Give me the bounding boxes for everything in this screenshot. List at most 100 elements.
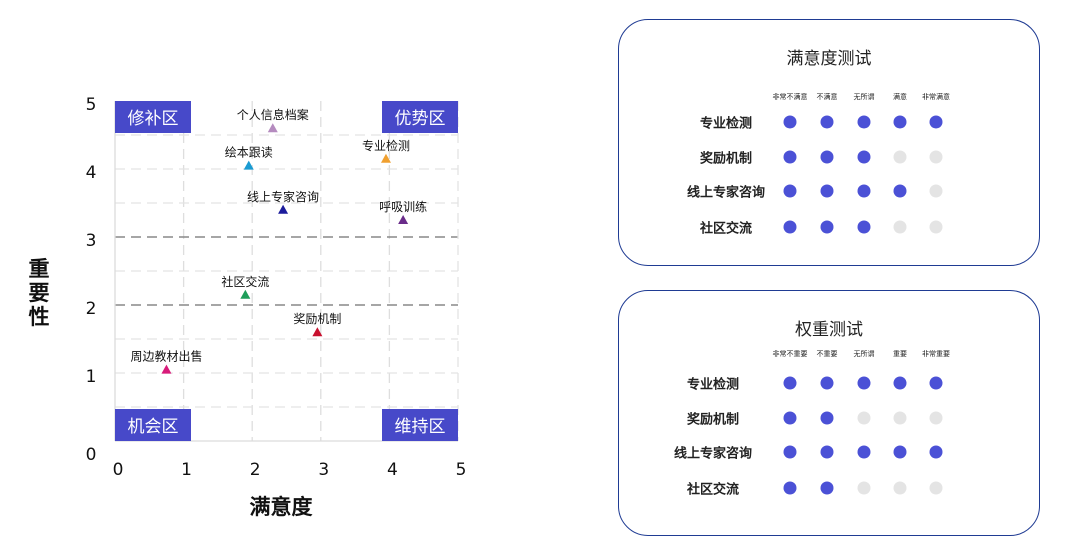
y-axis-label-char: 重 bbox=[29, 257, 50, 281]
rating-dot-empty bbox=[929, 220, 943, 234]
rating-row-label: 奖励机制 bbox=[686, 412, 740, 428]
rating-dot-empty bbox=[857, 411, 871, 425]
x-tick-label: 4 bbox=[387, 460, 398, 480]
rating-dot-filled bbox=[857, 376, 871, 390]
rating-header: 无所谓 bbox=[853, 350, 875, 358]
rating-dot-filled bbox=[929, 445, 943, 459]
rating-dot-empty bbox=[929, 184, 943, 198]
rating-dot-filled bbox=[929, 376, 943, 390]
satisfaction-test-panel: 满意度测试 非常不满意不满意无所谓满意非常满意专业检测奖励机制线上专家咨询社区交… bbox=[618, 19, 1040, 266]
rating-dot-filled bbox=[857, 115, 871, 129]
x-tick-label: 2 bbox=[250, 460, 261, 480]
rating-header: 不满意 bbox=[816, 93, 838, 101]
rating-dot-filled bbox=[783, 220, 797, 234]
satisfaction-panel-title: 满意度测试 bbox=[786, 49, 872, 69]
weight-test-panel: 权重测试 非常不重要不重要无所谓重要非常重要专业检测奖励机制线上专家咨询社区交流 bbox=[618, 290, 1040, 536]
rating-dot-filled bbox=[783, 445, 797, 459]
rating-dot-filled bbox=[857, 184, 871, 198]
rating-dot-filled bbox=[783, 376, 797, 390]
rating-dot-empty bbox=[929, 481, 943, 495]
quadrant-bottom-right-box bbox=[382, 409, 458, 441]
quadrant-bottom-left-label: 机会区 bbox=[128, 417, 179, 437]
y-tick-label: 4 bbox=[86, 163, 97, 183]
point-marker bbox=[267, 123, 278, 133]
rating-dot-filled bbox=[857, 220, 871, 234]
rating-dot-filled bbox=[783, 184, 797, 198]
y-axis-label-char: 性 bbox=[29, 305, 50, 329]
rating-header: 不重要 bbox=[816, 350, 838, 358]
quadrant-top-right-label: 优势区 bbox=[395, 109, 446, 129]
rating-dot-filled bbox=[820, 481, 834, 495]
quadrant-top-left-label: 修补区 bbox=[128, 109, 179, 129]
rating-dot-empty bbox=[893, 411, 907, 425]
y-tick-label: 2 bbox=[86, 299, 97, 319]
quadrant-bottom-right-label: 维持区 bbox=[395, 417, 446, 437]
rating-header: 非常不满意 bbox=[772, 93, 808, 101]
point-label: 社区交流 bbox=[221, 274, 269, 289]
point-marker bbox=[243, 160, 254, 170]
point-marker bbox=[312, 327, 323, 337]
rating-dot-filled bbox=[783, 411, 797, 425]
rating-row-label: 奖励机制 bbox=[699, 151, 753, 167]
y-tick-label: 3 bbox=[86, 231, 97, 251]
chart-grid bbox=[114, 101, 459, 442]
x-tick-label: 5 bbox=[456, 460, 467, 480]
rating-row-label: 社区交流 bbox=[686, 482, 740, 498]
point-marker bbox=[161, 364, 172, 374]
quadrant-bottom-left-box bbox=[115, 409, 191, 441]
point-label: 个人信息档案 bbox=[237, 107, 309, 122]
rating-dot-filled bbox=[783, 115, 797, 129]
x-tick-label: 1 bbox=[181, 460, 192, 480]
rating-dot-filled bbox=[820, 150, 834, 164]
rating-dot-empty bbox=[893, 220, 907, 234]
point-marker bbox=[398, 215, 409, 224]
rating-dot-filled bbox=[893, 376, 907, 390]
rating-dot-filled bbox=[820, 220, 834, 234]
rating-dot-filled bbox=[783, 150, 797, 164]
rating-dot-filled bbox=[857, 150, 871, 164]
point-label: 线上专家咨询 bbox=[247, 189, 319, 204]
rating-dot-filled bbox=[893, 445, 907, 459]
quadrant-top-left-box bbox=[115, 101, 191, 133]
point-marker bbox=[380, 153, 391, 163]
rating-dot-empty bbox=[929, 411, 943, 425]
rating-dot-filled bbox=[893, 184, 907, 198]
rating-dot-filled bbox=[929, 115, 943, 129]
rating-dot-filled bbox=[820, 115, 834, 129]
y-axis-label-char: 要 bbox=[29, 281, 50, 305]
rating-dot-filled bbox=[857, 445, 871, 459]
point-label: 奖励机制 bbox=[293, 312, 341, 326]
y-tick-label: 0 bbox=[86, 445, 97, 465]
y-tick-label: 5 bbox=[86, 95, 97, 115]
y-axis-label: 重要性 bbox=[29, 257, 50, 329]
rating-dot-filled bbox=[820, 184, 834, 198]
rating-dot-filled bbox=[783, 481, 797, 495]
x-axis-label: 满意度 bbox=[250, 495, 313, 519]
x-tick-label: 0 bbox=[113, 460, 124, 480]
rating-dot-empty bbox=[893, 481, 907, 495]
weight-panel-title: 权重测试 bbox=[795, 320, 863, 340]
point-label: 呼吸训练 bbox=[379, 199, 427, 214]
x-tick-label: 3 bbox=[318, 460, 329, 480]
rating-dot-filled bbox=[820, 376, 834, 390]
point-label: 专业检测 bbox=[362, 138, 410, 153]
rating-dot-empty bbox=[857, 481, 871, 495]
rating-row-label: 社区交流 bbox=[699, 221, 753, 237]
rating-header: 非常不重要 bbox=[772, 350, 808, 358]
rating-header: 非常满意 bbox=[922, 93, 950, 101]
rating-header: 重要 bbox=[893, 350, 907, 358]
rating-row-label: 线上专家咨询 bbox=[673, 446, 753, 462]
point-marker bbox=[278, 204, 289, 214]
rating-dot-empty bbox=[893, 150, 907, 164]
rating-dot-filled bbox=[820, 445, 834, 459]
rating-row-label: 专业检测 bbox=[699, 116, 753, 132]
rating-row-label: 线上专家咨询 bbox=[686, 185, 766, 201]
rating-dot-filled bbox=[820, 411, 834, 425]
point-label: 绘本跟读 bbox=[225, 145, 273, 160]
point-label: 周边教材出售 bbox=[130, 349, 202, 364]
rating-header: 非常重要 bbox=[922, 350, 950, 358]
